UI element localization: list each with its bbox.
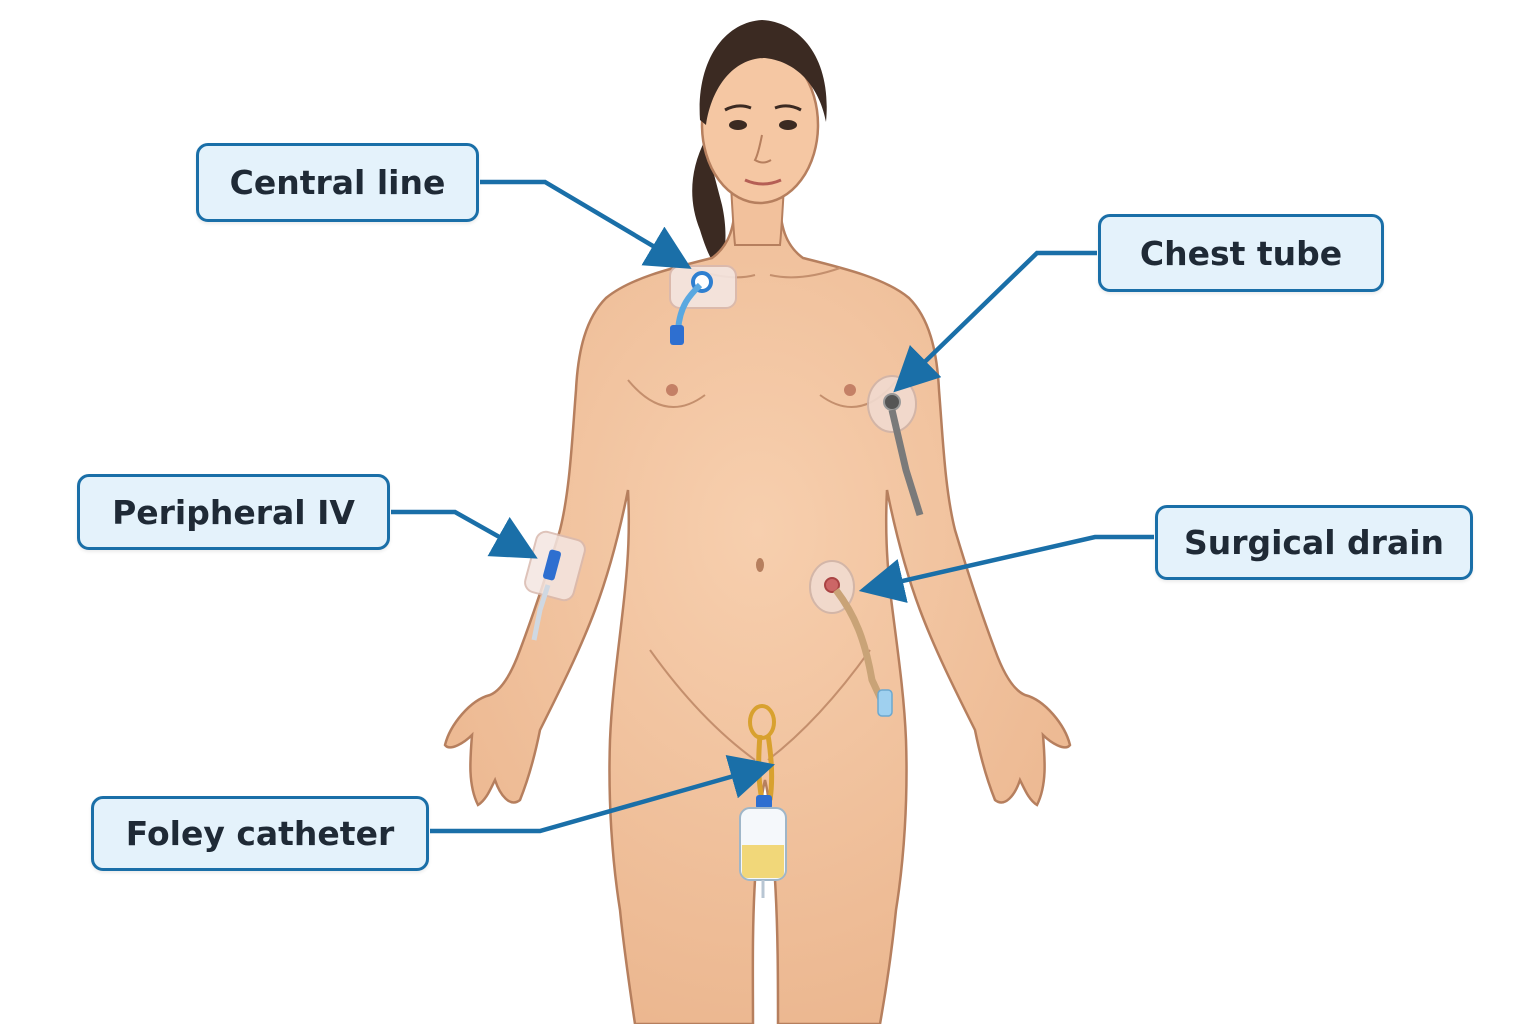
label-foley-catheter-text: Foley catheter	[125, 814, 395, 853]
label-central-line: Central line	[196, 143, 479, 222]
peripheral-iv-device	[524, 530, 586, 641]
label-central-line-text: Central line	[229, 163, 446, 202]
navel	[756, 558, 764, 572]
leader-line-foley	[430, 754, 775, 834]
left-eye	[729, 120, 747, 130]
leader-line-drain	[858, 534, 1154, 603]
mouth	[744, 178, 782, 186]
right-nipple	[844, 384, 856, 396]
right-eye	[779, 120, 797, 130]
surgical-drain-device	[809, 560, 893, 717]
left-nipple	[666, 384, 678, 396]
label-chest-tube: Chest tube	[1098, 214, 1384, 292]
nose	[753, 134, 772, 164]
pelvic-contour	[649, 649, 871, 761]
left-brow	[724, 104, 752, 112]
label-foley-catheter: Foley catheter	[91, 796, 429, 871]
label-chest-tube-text: Chest tube	[1139, 233, 1343, 273]
leader-line-chest	[893, 250, 1097, 393]
leader-line-piv	[391, 509, 538, 559]
hair-ponytail	[692, 140, 726, 270]
central-line-device	[669, 265, 737, 345]
leader-line-central	[480, 179, 692, 269]
label-peripheral-iv: Peripheral IV	[77, 474, 390, 550]
label-peripheral-iv-text: Peripheral IV	[112, 492, 355, 532]
right-brow	[774, 104, 802, 112]
label-surgical-drain: Surgical drain	[1155, 505, 1473, 580]
hair	[699, 20, 827, 125]
label-surgical-drain-text: Surgical drain	[1183, 523, 1445, 562]
